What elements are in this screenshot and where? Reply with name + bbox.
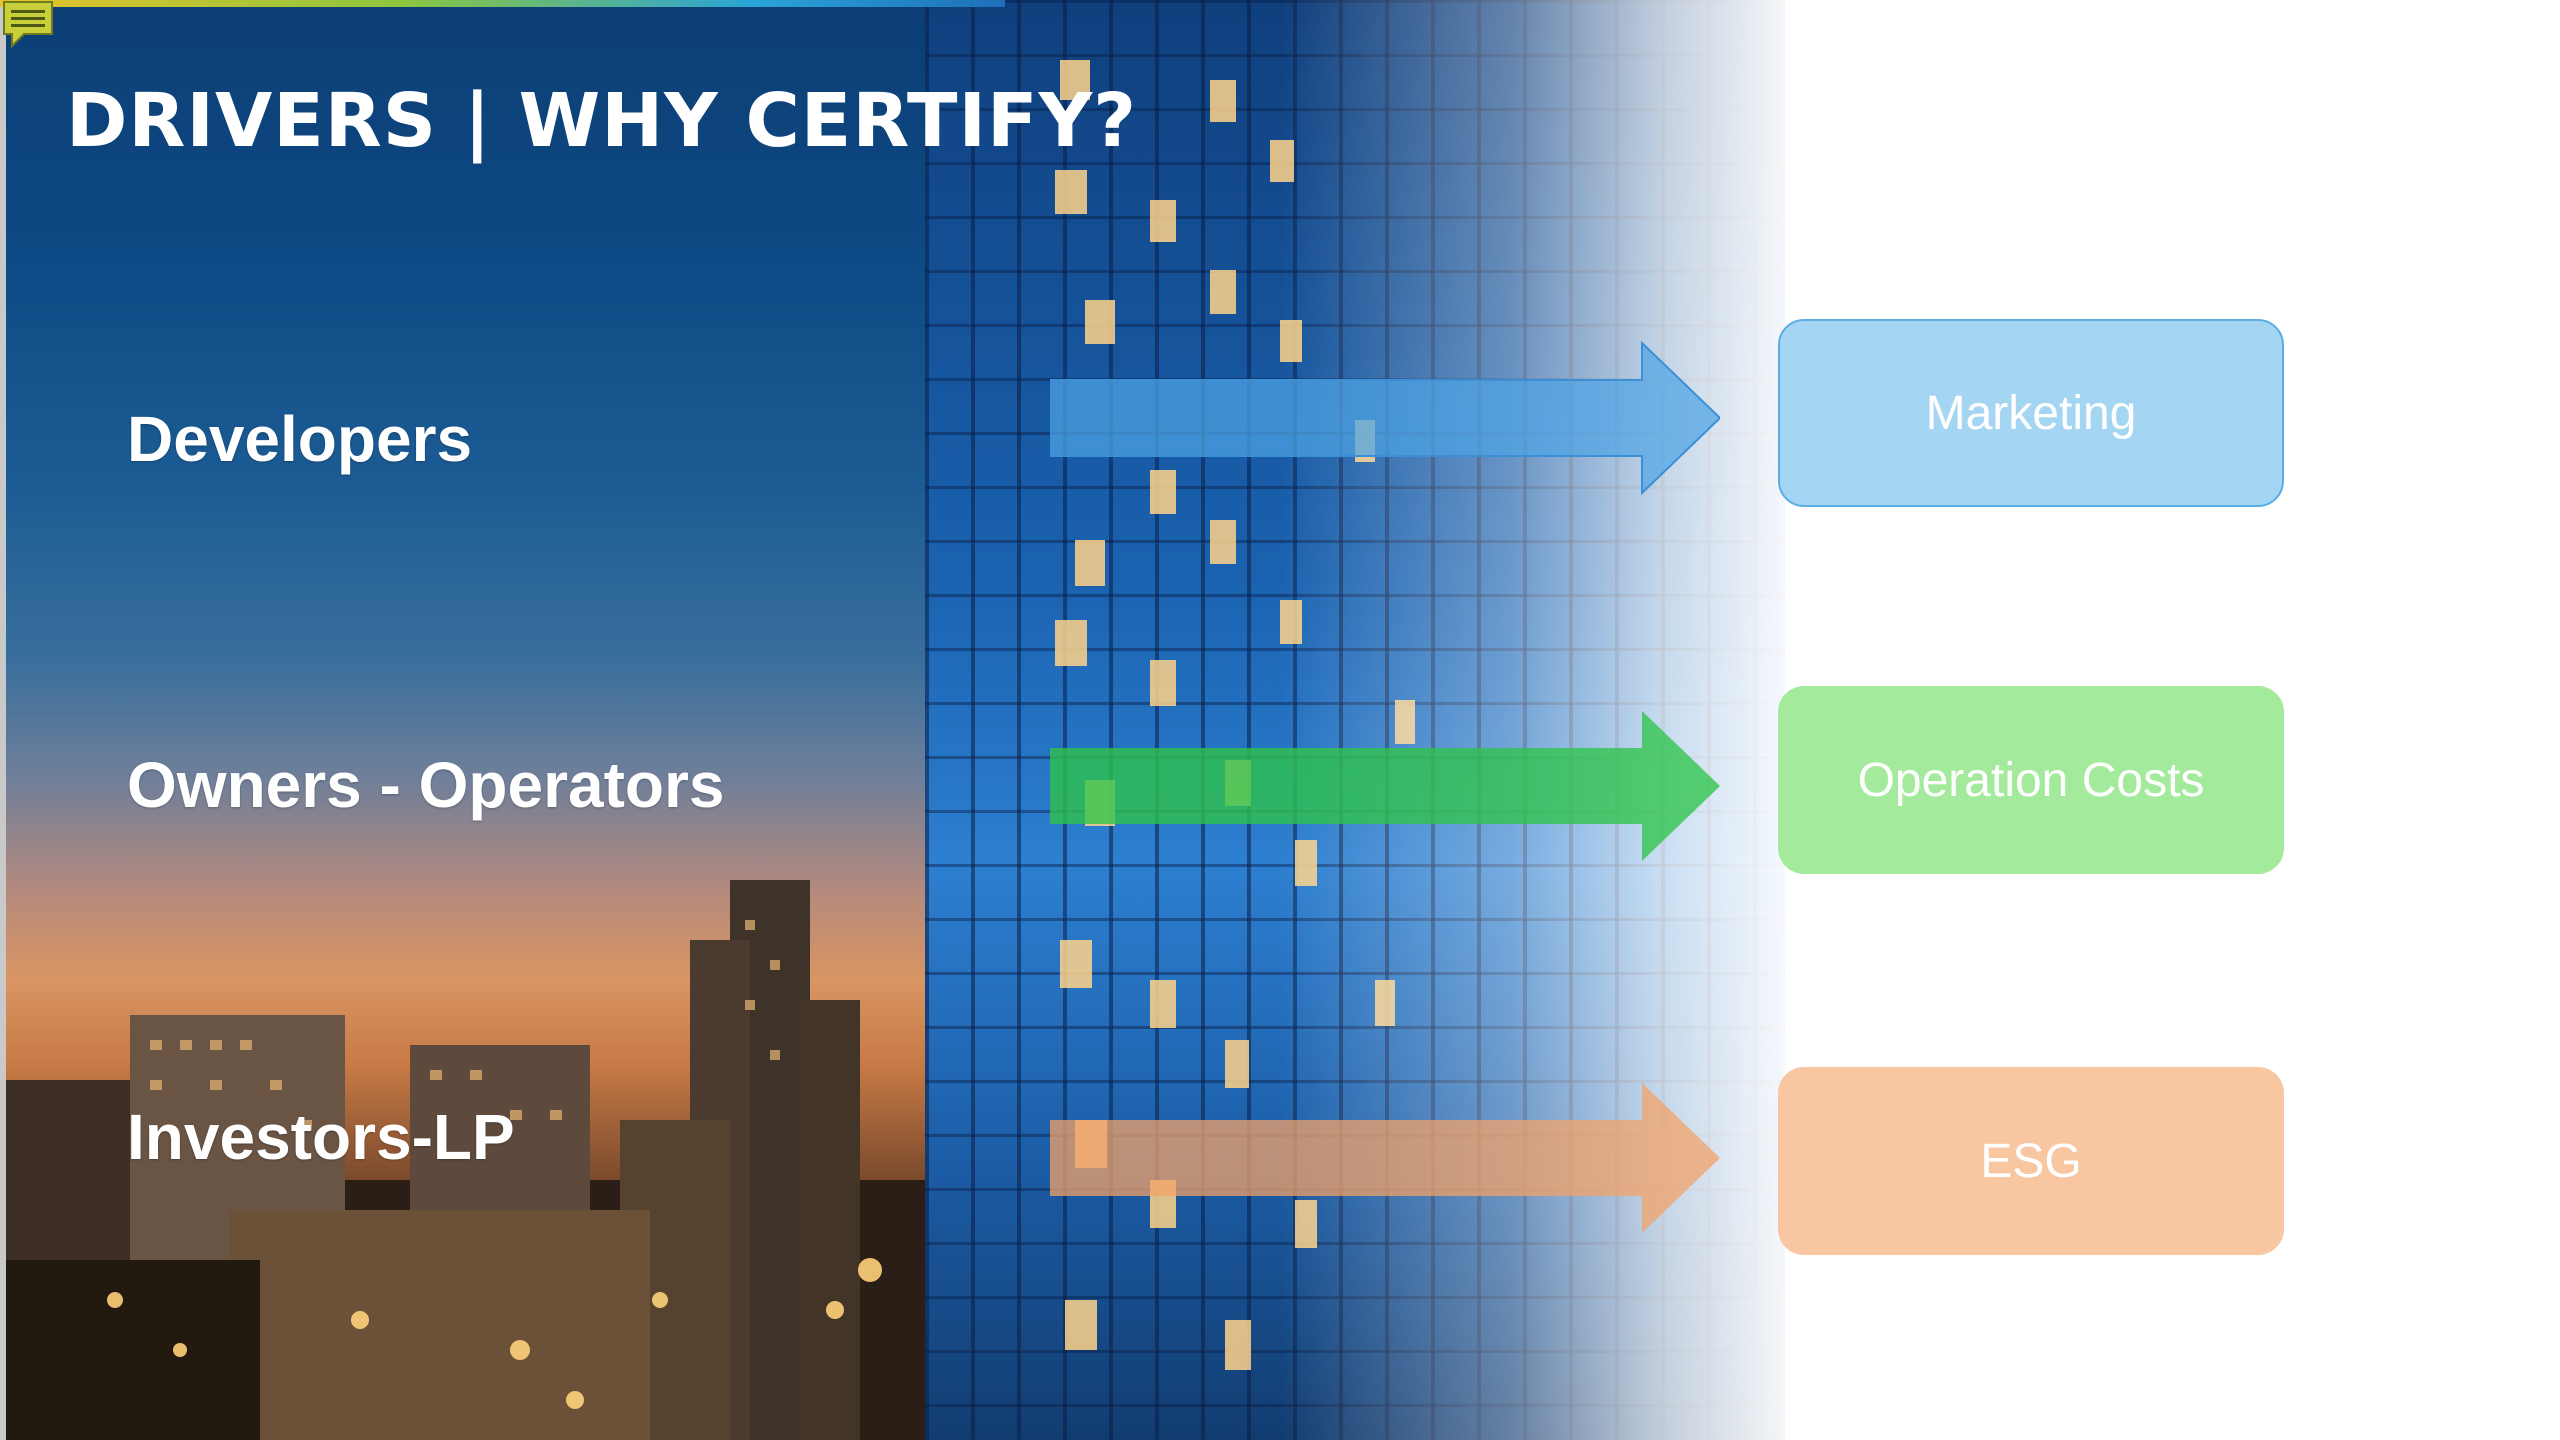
city-skyline-image [0, 880, 930, 1440]
comment-icon[interactable] [2, 0, 54, 48]
accent-top-bar [0, 0, 1005, 7]
arrow-right-icon-marketing [1050, 340, 1720, 496]
driver-label-esg: ESG [1980, 1134, 2082, 1188]
driver-box-operation-costs: Operation Costs [1778, 686, 2284, 874]
arrow-right-icon-operation-costs [1050, 711, 1720, 861]
driver-label-operation-costs: Operation Costs [1857, 753, 2205, 807]
slide-title: DRIVERS | WHY CERTIFY? [66, 78, 1138, 164]
stakeholder-label-investors-lp: Investors-LP [127, 1101, 515, 1173]
stakeholder-label-developers: Developers [127, 403, 473, 475]
slide-left-border [0, 0, 6, 1440]
driver-box-marketing: Marketing [1778, 319, 2284, 507]
stakeholder-label-owners-operators: Owners - Operators [127, 749, 725, 821]
driver-box-esg: ESG [1778, 1067, 2284, 1255]
arrow-right-icon-esg [1050, 1083, 1720, 1233]
driver-label-marketing: Marketing [1925, 386, 2137, 440]
